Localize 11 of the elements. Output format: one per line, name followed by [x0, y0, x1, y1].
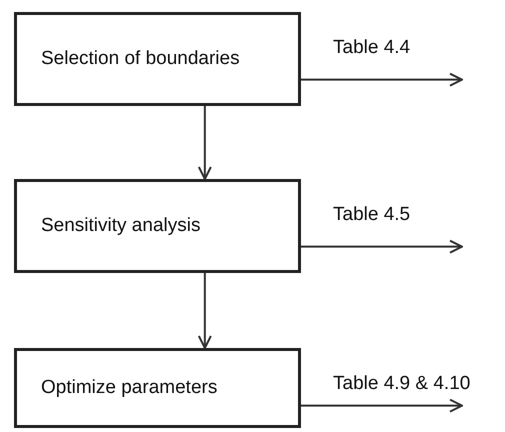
box-label: Selection of boundaries: [41, 46, 240, 71]
arrow: [198, 273, 212, 349]
process-box: [14, 179, 301, 273]
arrow: [198, 106, 212, 180]
arrow: [301, 72, 463, 87]
process-box: [14, 12, 301, 106]
process-box: [14, 348, 301, 428]
box-label: Sensitivity analysis: [41, 214, 200, 238]
arrow: [301, 398, 463, 413]
box-label: Optimize parameters: [41, 376, 218, 400]
arrow: [301, 240, 463, 254]
